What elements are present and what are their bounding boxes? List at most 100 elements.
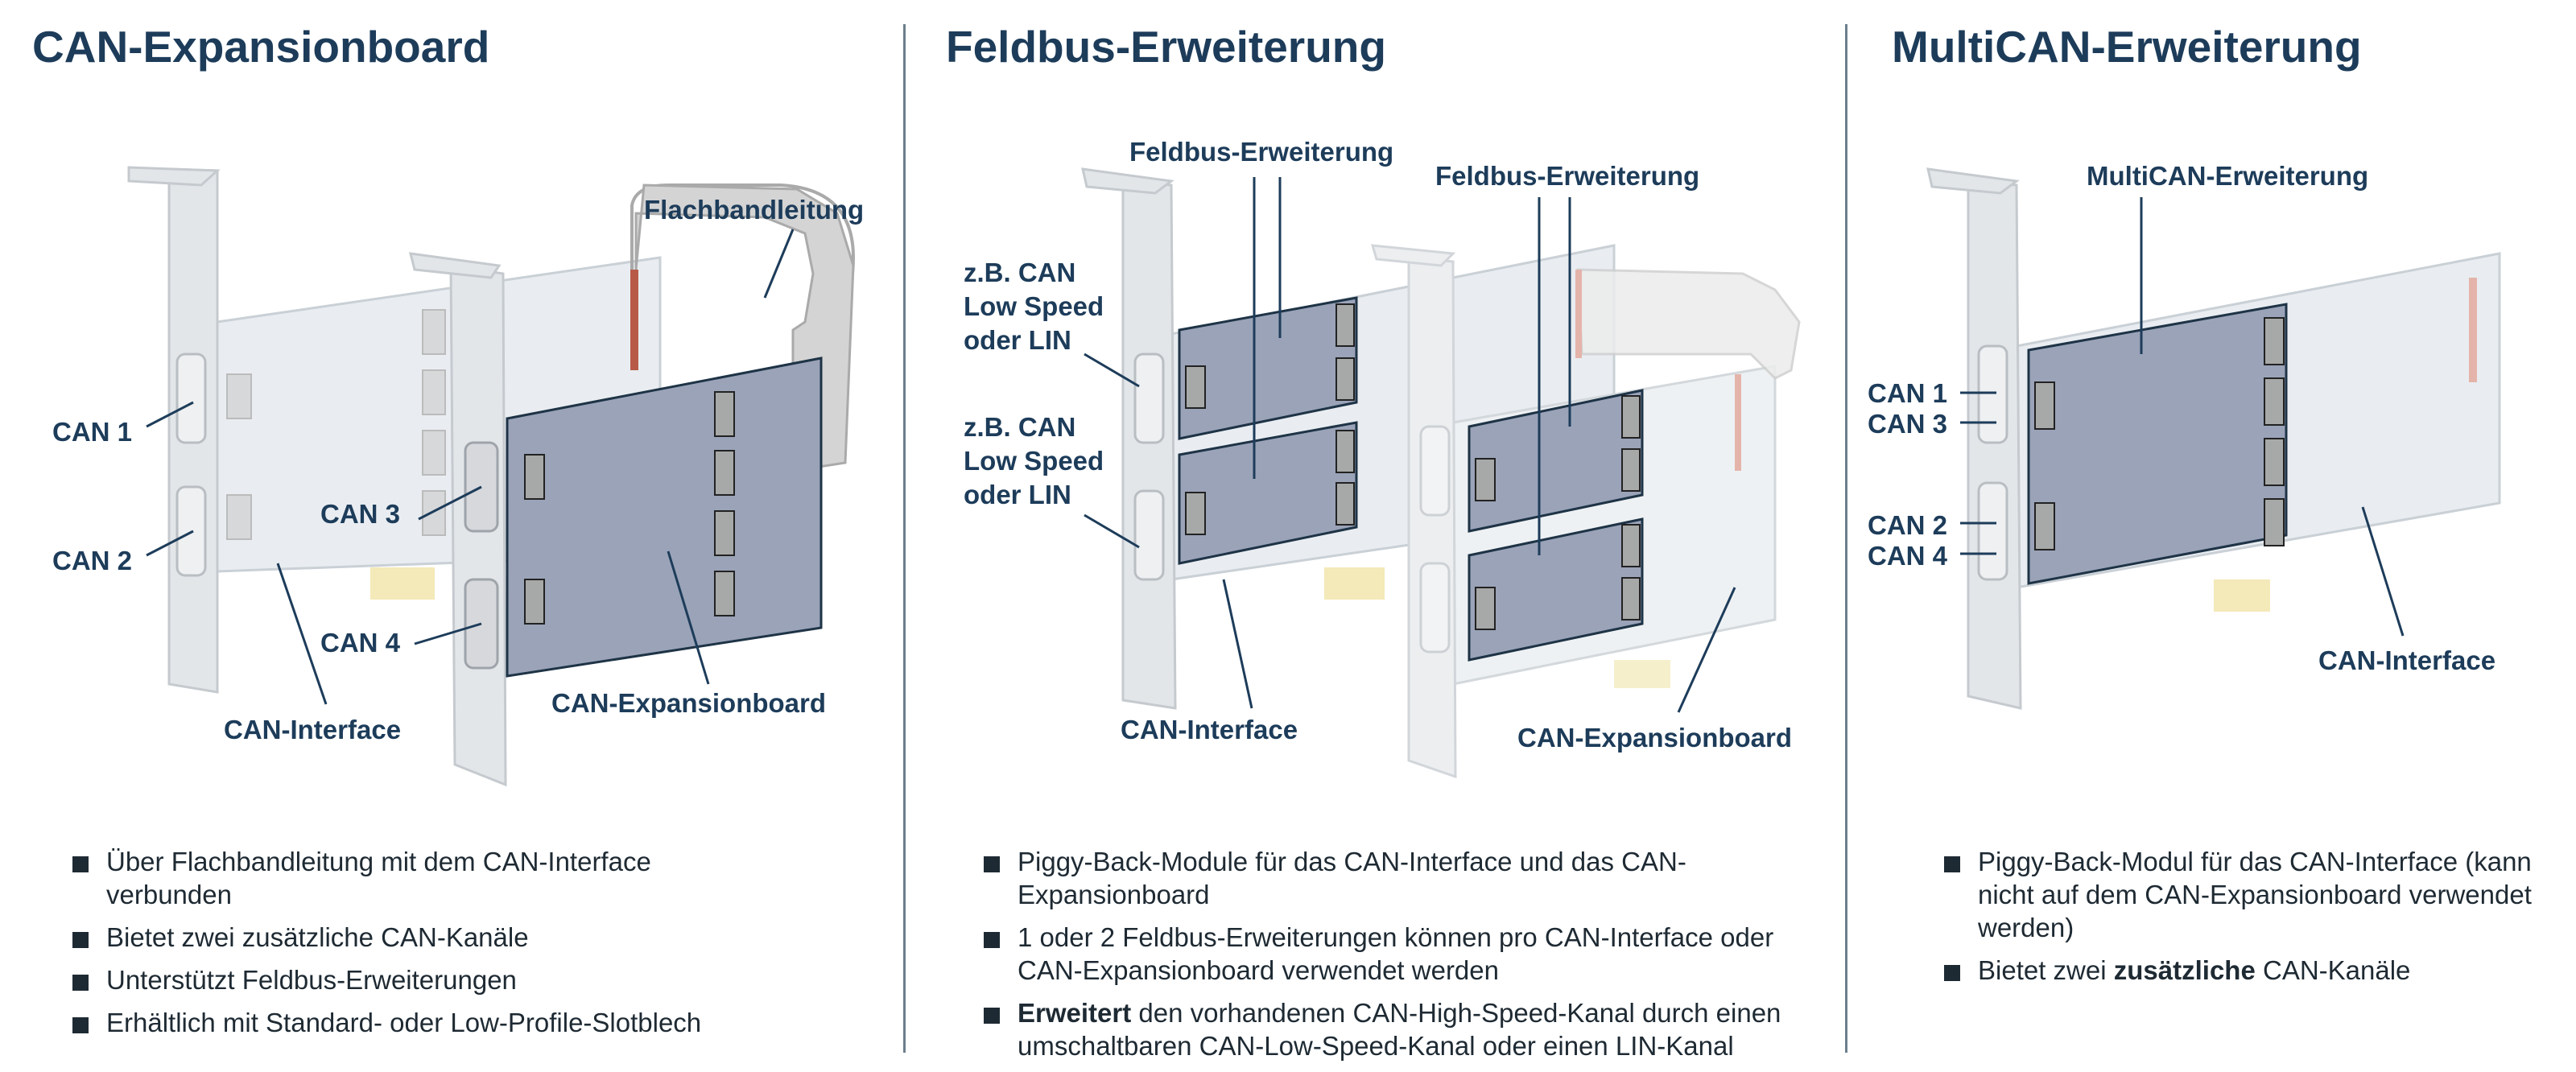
chip: [1621, 395, 1641, 439]
bullet-text: CAN-Kanäle: [2255, 955, 2411, 985]
label-can4: CAN 4: [1868, 541, 1948, 571]
leader-line: [763, 229, 795, 299]
expansion-bracket: [1407, 256, 1457, 779]
ribbon-cable-edge: [1735, 374, 1741, 471]
panel-title: Feldbus-Erweiterung: [946, 22, 1386, 72]
label-feldbus-erweiterung: Feldbus-Erweiterung: [1435, 161, 1699, 191]
diagram-multican-erweiterung: MultiCAN-Erweiterung CAN 1 CAN 3 CAN 2 C…: [1868, 161, 2501, 710]
label-can-expansionboard: CAN-Expansionboard: [1517, 723, 1792, 752]
chip: [2034, 502, 2055, 550]
panel-feldbus-erweiterung: Feldbus-Erweiterung: [906, 0, 1843, 1061]
multican-module: [2027, 303, 2288, 585]
bullet-text: Bietet zwei: [1978, 955, 2114, 985]
panel-divider: [1845, 24, 1847, 1053]
bullet-item: Über Flachbandleitung mit dem CAN-Interf…: [72, 845, 733, 911]
chip: [2264, 377, 2285, 426]
leader-line: [1084, 513, 1140, 549]
chip: [2034, 381, 2055, 430]
label-zb-can: oder LIN: [964, 325, 1071, 355]
slot-bracket: [1121, 179, 1177, 710]
connector-pad: [226, 373, 252, 419]
diagram-feldbus-erweiterung: Feldbus-Erweiterung Feldbus-Erweiterung …: [964, 137, 1801, 779]
label-can3: CAN 3: [1868, 409, 1947, 439]
expansion-bracket-tab: [1370, 244, 1456, 267]
bullet-item: Piggy-Back-Module für das CAN-Interface …: [984, 845, 1821, 911]
chip: [1621, 524, 1641, 567]
chip: [1621, 577, 1641, 621]
bullet-list: Piggy-Back-Modul für das CAN-Interface (…: [1944, 845, 2540, 996]
label-can4: CAN 4: [320, 628, 401, 658]
expansion-board: [506, 357, 823, 678]
chip: [1335, 357, 1355, 401]
leader-line: [667, 550, 710, 685]
connector-pad: [226, 494, 252, 540]
sub-d-connector: [1419, 425, 1451, 517]
label-can-interface: CAN-Interface: [224, 715, 401, 744]
bullet-item: 1 oder 2 Feldbus-Erweiterungen können pr…: [984, 921, 1821, 987]
label-can2: CAN 2: [1868, 510, 1947, 540]
feldbus-module: [1468, 517, 1644, 662]
leader-line: [146, 401, 194, 428]
chip: [1185, 492, 1206, 535]
ribbon-cable-edge: [630, 270, 638, 370]
panel-multican-erweiterung: MultiCAN-Erweiterung MultiCAN-Erweiterun…: [1847, 0, 2576, 1053]
leader-line: [1677, 587, 1736, 713]
bullet-emphasis: zusätzliche: [2113, 955, 2256, 985]
label-can3: CAN 3: [320, 499, 400, 529]
label-can-interface: CAN-Interface: [2318, 645, 2496, 675]
label-zb-can: z.B. CAN: [964, 258, 1075, 287]
sub-d-connector: [1977, 481, 2008, 581]
slot-bracket-tab: [127, 166, 221, 187]
chip: [1335, 482, 1355, 526]
bullet-text: den vorhandenen CAN-High-Speed-Kanal dur…: [1018, 998, 1781, 1061]
connector-pad: [422, 309, 446, 355]
bullet-item: Bietet zwei zusätzliche CAN-Kanäle: [1944, 954, 2540, 987]
label-can1: CAN 1: [1868, 378, 1947, 408]
slot-bracket: [1967, 179, 2022, 710]
sub-d-connector: [1419, 562, 1451, 654]
bullet-item: Piggy-Back-Modul für das CAN-Interface (…: [1944, 845, 2540, 944]
leader-line: [276, 563, 328, 705]
chip: [714, 391, 735, 437]
diagram-can-expansionboard: Flachbandleitung CAN 1 CAN 2 CAN 3 CAN 4…: [52, 166, 864, 787]
label-multican-erweiterung: MultiCAN-Erweiterung: [2087, 161, 2368, 191]
chip: [1335, 430, 1355, 473]
bullet-list: Über Flachbandleitung mit dem CAN-Interf…: [72, 845, 733, 1049]
label-zb-can: oder LIN: [964, 480, 1071, 509]
bullet-item: Unterstützt Feldbus-Erweiterungen: [72, 963, 733, 996]
chip: [524, 454, 545, 500]
label-flachbandleitung: Flachbandleitung: [644, 195, 864, 225]
pcie-contacts: [2214, 579, 2270, 612]
feldbus-module: [1178, 421, 1358, 565]
bullet-list: Piggy-Back-Module für das CAN-Interface …: [984, 845, 1821, 1072]
leader-line: [414, 622, 482, 645]
leader-line: [1084, 353, 1140, 388]
connector-pad: [422, 430, 446, 476]
chip: [2264, 498, 2285, 546]
sub-d-connector: [1133, 353, 1165, 444]
expansion-bracket-tab: [409, 252, 502, 279]
connector-pad: [422, 369, 446, 415]
panel-title: CAN-Expansionboard: [32, 22, 490, 72]
pcie-contacts: [370, 567, 435, 600]
label-zb-can: Low Speed: [964, 446, 1104, 476]
chip: [1335, 303, 1355, 347]
bullet-emphasis: Erweitert: [1018, 998, 1132, 1028]
chip: [714, 571, 735, 616]
chip: [524, 579, 545, 625]
chip: [714, 510, 735, 556]
leader-line: [1222, 579, 1253, 709]
sub-d-connector: [175, 353, 207, 444]
chip: [2264, 438, 2285, 486]
slot-bracket-tab: [1081, 167, 1174, 195]
sub-d-connector: [1133, 489, 1165, 581]
panel-divider: [903, 24, 906, 1053]
leader-line: [418, 485, 482, 521]
chip: [2264, 317, 2285, 365]
chip: [1185, 365, 1206, 409]
label-zb-can: z.B. CAN: [964, 412, 1075, 442]
pcie-contacts: [1324, 567, 1385, 600]
label-zb-can: Low Speed: [964, 291, 1104, 321]
bullet-item: Erhältlich mit Standard- oder Low-Profil…: [72, 1006, 733, 1039]
label-feldbus-erweiterung: Feldbus-Erweiterung: [1129, 137, 1393, 167]
